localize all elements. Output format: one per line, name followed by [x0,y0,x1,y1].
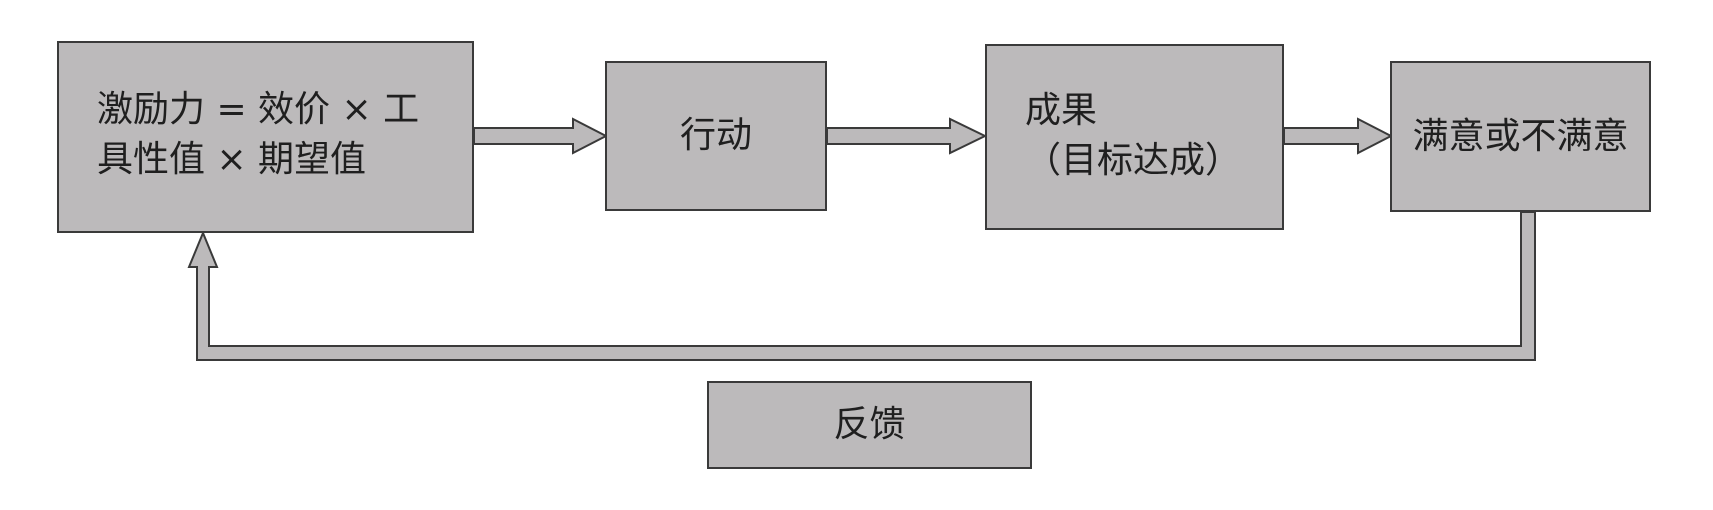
arrow-outcome-to-satisfaction [1283,117,1394,155]
motivation-formula-line-1: 激励力 = 效价 × 工 [97,89,420,130]
action-box: 行动 [605,61,827,211]
motivation-formula-box: 激励力 = 效价 × 工 具性值 × 期望值 [57,41,474,233]
outcome-label-line-1: 成果 [1025,90,1098,131]
feedback-loop-arrow [187,211,1536,361]
arrow-action-to-outcome [826,117,988,155]
action-label: 行动 [679,115,752,156]
feedback-box: 反馈 [707,381,1032,469]
satisfaction-label: 满意或不满意 [1412,115,1629,157]
arrow-motivation-to-action [473,117,609,155]
motivation-formula-line-2: 具性值 × 期望值 [97,139,367,180]
outcome-box: 成果 （目标达成） [985,44,1284,230]
outcome-label-line-2: （目标达成） [1025,140,1242,181]
feedback-label: 反馈 [833,404,906,445]
satisfaction-box: 满意或不满意 [1390,61,1651,212]
